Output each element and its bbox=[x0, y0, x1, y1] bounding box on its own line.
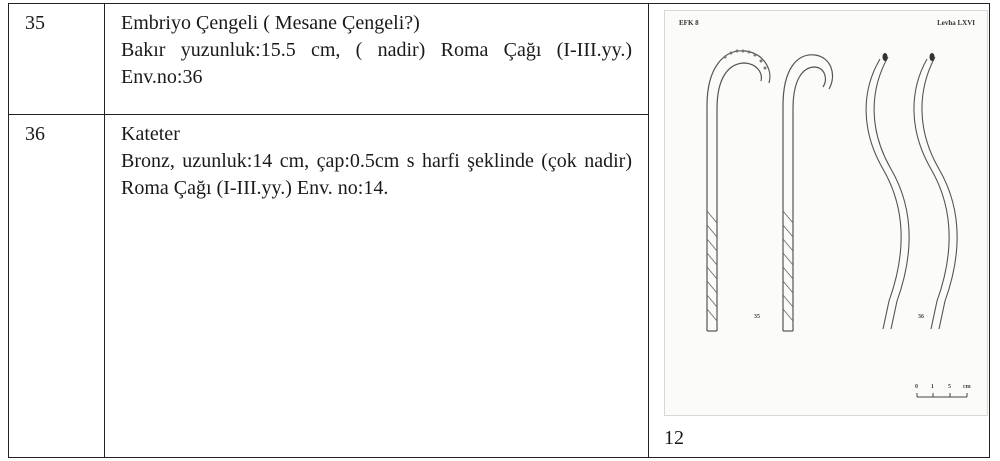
catheter-drawing bbox=[865, 56, 958, 330]
scale-tick-0: 0 bbox=[915, 384, 918, 390]
page-number: 12 bbox=[664, 427, 684, 449]
item-details: Bronz, uzunluk:14 cm, çap:0.5cm s harfi … bbox=[121, 150, 632, 199]
figure-label-36: 36 bbox=[918, 314, 924, 320]
plate-header-right: Levha LXVI bbox=[937, 19, 975, 27]
item-details: Bakır yuzunluk:15.5 cm, ( nadir) Roma Ça… bbox=[121, 39, 632, 88]
table-row: 35 Embriyo Çengeli ( Mesane Çengeli?) Ba… bbox=[8, 3, 990, 458]
hook-instrument-drawing bbox=[706, 50, 834, 332]
figure-label-35: 35 bbox=[754, 314, 760, 320]
scale-tick-5: 5 bbox=[948, 384, 951, 390]
scale-unit: cm bbox=[963, 384, 971, 390]
table-row: 36 Kateter Bronz, uzunluk:14 cm, çap:0.5… bbox=[8, 114, 990, 458]
plate-cell: EFK 8 Levha LXVI bbox=[648, 3, 990, 458]
catalog-table: 35 Embriyo Çengeli ( Mesane Çengeli?) Ba… bbox=[8, 3, 990, 458]
scale-tick-1: 1 bbox=[931, 384, 934, 390]
plate-header-left: EFK 8 bbox=[679, 19, 699, 27]
item-description-cell: Kateter Bronz, uzunluk:14 cm, çap:0.5cm … bbox=[104, 114, 649, 458]
catheter-tips bbox=[882, 53, 935, 61]
item-number-cell: 35 bbox=[8, 3, 105, 115]
item-description-cell: Embriyo Çengeli ( Mesane Çengeli?) Bakır… bbox=[104, 3, 649, 115]
plate-image: EFK 8 Levha LXVI bbox=[664, 10, 988, 416]
item-number: 36 bbox=[25, 123, 45, 145]
item-number-cell: 36 bbox=[8, 114, 105, 458]
scale-bar bbox=[916, 393, 968, 398]
item-number: 35 bbox=[25, 12, 45, 34]
item-title: Embriyo Çengeli ( Mesane Çengeli?) bbox=[121, 12, 420, 34]
instrument-drawing bbox=[706, 49, 968, 398]
item-title: Kateter bbox=[121, 123, 180, 145]
hatching bbox=[706, 210, 794, 322]
hook-beads bbox=[723, 49, 767, 70]
